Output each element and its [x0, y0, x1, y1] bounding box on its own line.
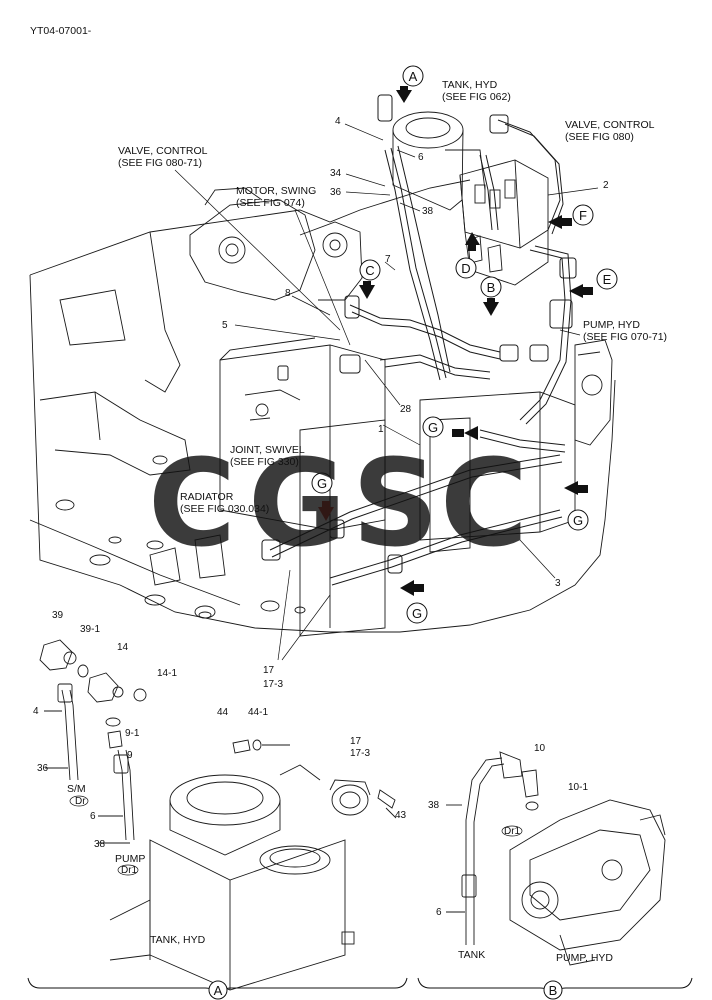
- marker-d: D: [461, 261, 470, 276]
- marker-g-2: G: [317, 476, 327, 491]
- detail-a-linework: [39, 639, 397, 991]
- pn-28: 28: [400, 404, 412, 415]
- doc-code: YT04-07001-: [30, 25, 92, 37]
- db-38: 38: [428, 800, 440, 811]
- callout-valve-right-2: (SEE FIG 080): [565, 131, 634, 143]
- callout-pump-hyd-2: (SEE FIG 070-71): [583, 331, 667, 343]
- callout-tank-hyd-2: (SEE FIG 062): [442, 91, 511, 103]
- callout-valve-right-1: VALVE, CONTROL: [565, 119, 655, 131]
- da-dr1: Dr1: [121, 865, 138, 876]
- db-dr1: Dr1: [504, 826, 521, 837]
- da-6: 6: [90, 811, 96, 822]
- callout-tank-hyd-1: TANK, HYD: [442, 79, 498, 91]
- callout-motor-swing-1: MOTOR, SWING: [236, 185, 316, 197]
- pn-38: 38: [422, 206, 434, 217]
- da-43: 43: [395, 810, 407, 821]
- marker-f: F: [579, 208, 587, 223]
- marker-g-3: G: [573, 513, 583, 528]
- hose-routing: [261, 94, 577, 586]
- da-14-1: 14-1: [157, 668, 177, 679]
- db-tank: TANK: [458, 949, 485, 961]
- marker-a: A: [409, 69, 418, 84]
- da-4: 4: [33, 706, 39, 717]
- watermark-letter-g: G: [248, 435, 347, 574]
- leader-lines: [174, 123, 599, 661]
- detail-b-linework: [446, 751, 666, 966]
- view-marker-letters: A C D B F E G G G G: [317, 69, 612, 621]
- watermark-letter-s: S: [352, 435, 438, 574]
- pn-2: 2: [603, 180, 609, 191]
- db-pump: PUMP, HYD: [556, 952, 613, 964]
- da-17-3: 17-3: [350, 748, 370, 759]
- bracket-b-label: B: [549, 983, 558, 998]
- da-tank: TANK, HYD: [150, 934, 206, 946]
- da-38: 38: [94, 839, 106, 850]
- db-dr1-oval: [501, 825, 523, 837]
- da-14: 14: [117, 642, 129, 653]
- detail-a-ovals: [69, 795, 139, 876]
- detail-a-labels: 39 39-1 14 14-1 4 9-1 9 36 6 38 S/M Dr P…: [33, 610, 407, 946]
- watermark-letter-c2: C: [440, 435, 528, 574]
- da-9: 9: [127, 750, 133, 761]
- marker-g-4: G: [412, 606, 422, 621]
- db-10-1: 10-1: [568, 782, 588, 793]
- da-sm: S/M: [67, 783, 86, 795]
- callout-joint-swivel-2: (SEE FIG 330): [230, 456, 299, 468]
- da-dr: Dr: [75, 796, 86, 807]
- bracket-a-label: A: [214, 983, 223, 998]
- part-numbers-main: 4 6 34 36 38 2 7 8 5 28 1 3 17 17-3: [222, 116, 609, 690]
- pn-7: 7: [385, 254, 391, 265]
- pn-4: 4: [335, 116, 341, 127]
- pn-6: 6: [418, 152, 424, 163]
- pn-17-3: 17-3: [263, 679, 283, 690]
- da-9-1: 9-1: [125, 728, 140, 739]
- da-39-1: 39-1: [80, 624, 100, 635]
- marker-e: E: [603, 272, 612, 287]
- pn-34: 34: [330, 168, 342, 179]
- da-pump: PUMP: [115, 853, 145, 865]
- da-44: 44: [217, 707, 229, 718]
- pn-5: 5: [222, 320, 228, 331]
- watermark-letter-c1: C: [148, 435, 236, 574]
- callout-pump-hyd-1: PUMP, HYD: [583, 319, 640, 331]
- db-6: 6: [436, 907, 442, 918]
- da-36: 36: [37, 763, 49, 774]
- callout-radiator-2: (SEE FIG 030.034): [180, 503, 269, 515]
- da-17: 17: [350, 736, 362, 747]
- upper-frame-linework: [29, 179, 616, 637]
- pn-17: 17: [263, 665, 275, 676]
- da-44-1: 44-1: [248, 707, 268, 718]
- callout-labels: TANK, HYD (SEE FIG 062) VALVE, CONTROL (…: [118, 79, 667, 515]
- callout-joint-swivel-1: JOINT, SWIVEL: [230, 444, 305, 456]
- da-39: 39: [52, 610, 64, 621]
- detail-b-labels: 10 10-1 38 6 Dr1 TANK PUMP, HYD: [428, 743, 613, 964]
- view-marker-circles: [311, 65, 618, 624]
- marker-g-1: G: [428, 420, 438, 435]
- marker-b: B: [487, 280, 496, 295]
- pn-3: 3: [555, 578, 561, 589]
- pump-hyd-main: [574, 339, 613, 446]
- callout-valve-left-1: VALVE, CONTROL: [118, 145, 208, 157]
- pn-8: 8: [285, 288, 291, 299]
- pn-36: 36: [330, 187, 342, 198]
- cgsc-watermark: C G S C: [148, 435, 528, 574]
- callout-radiator-1: RADIATOR: [180, 491, 234, 503]
- callout-motor-swing-2: (SEE FIG 074): [236, 197, 305, 209]
- marker-c: C: [365, 263, 374, 278]
- bottom-brackets: [27, 977, 693, 1000]
- tank-hyd-top: [392, 111, 486, 211]
- callout-valve-left-2: (SEE FIG 080-71): [118, 157, 202, 169]
- view-arrows: [318, 86, 593, 596]
- pn-1: 1: [378, 424, 384, 435]
- db-10: 10: [534, 743, 546, 754]
